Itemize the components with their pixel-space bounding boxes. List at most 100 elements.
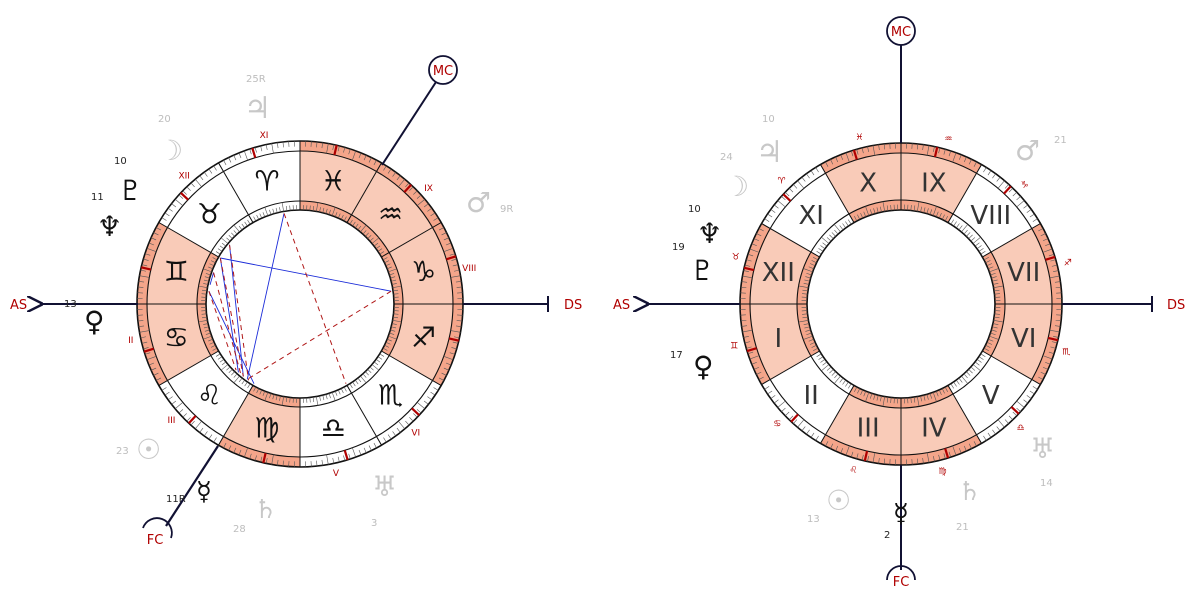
left-mc-label: MC — [433, 64, 453, 79]
highlight-sector — [991, 228, 1052, 304]
degree-tick — [379, 251, 385, 255]
degree-tick — [167, 207, 173, 212]
sector-divider — [346, 385, 382, 446]
degree-tick — [1040, 371, 1046, 375]
degree-tick — [316, 141, 318, 148]
degree-tick — [929, 393, 933, 399]
degree-tick — [802, 316, 808, 319]
degree-tick — [249, 453, 252, 460]
svg-text:20: 20 — [158, 114, 171, 125]
degree-tick — [815, 435, 819, 441]
degree-tick — [368, 445, 372, 451]
degree-tick — [271, 454, 274, 465]
house-numeral: III — [857, 414, 880, 444]
degree-tick — [854, 216, 858, 222]
degree-tick — [996, 426, 1001, 432]
house-label: IX — [424, 184, 433, 194]
degree-tick — [1026, 395, 1032, 399]
degree-tick — [247, 219, 251, 225]
degree-tick — [865, 206, 870, 216]
degree-tick — [834, 229, 839, 235]
degree-tick — [856, 453, 859, 459]
degree-tick — [830, 443, 834, 449]
degree-tick — [451, 258, 457, 261]
neptune-icon: ♆ — [97, 210, 122, 243]
degree-tick — [890, 397, 892, 403]
degree-tick — [867, 456, 869, 462]
cusp-marker — [448, 337, 460, 342]
degree-tick — [212, 347, 218, 351]
aspect-line — [213, 272, 242, 375]
degree-tick — [275, 395, 278, 401]
degree-tick — [933, 146, 935, 152]
degree-tick — [178, 194, 184, 199]
degree-tick — [241, 223, 245, 229]
degree-tick — [798, 320, 809, 323]
degree-tick — [387, 168, 392, 174]
degree-tick — [988, 338, 994, 342]
degree-tick — [210, 260, 216, 264]
degree-tick — [203, 283, 209, 285]
degree-tick — [963, 373, 968, 379]
degree-tick — [262, 391, 266, 396]
left-ascendant-axis: AS — [10, 298, 138, 313]
left-planet-jupiter: ♃ 25R — [244, 74, 271, 126]
degree-tick — [1029, 213, 1035, 218]
degree-tick — [950, 383, 954, 389]
degree-tick — [243, 150, 248, 161]
sector-divider — [761, 223, 820, 258]
degree-tick — [321, 142, 323, 149]
degree-tick — [212, 257, 218, 261]
degree-tick — [238, 377, 243, 383]
degree-tick — [856, 149, 859, 155]
degree-tick — [201, 293, 207, 295]
degree-tick — [994, 289, 1000, 292]
degree-tick — [153, 372, 159, 376]
cusp-sign-icon: ♋ — [773, 419, 781, 429]
degree-tick — [413, 190, 418, 195]
degree-tick — [244, 381, 248, 387]
degree-tick — [155, 377, 162, 381]
house-label: XII — [178, 171, 189, 181]
degree-tick — [869, 209, 873, 215]
degree-tick — [1055, 319, 1062, 322]
right-fc-label: FC — [893, 575, 910, 590]
gemini-sign-icon: ♊ — [164, 255, 189, 288]
degree-tick — [396, 427, 401, 433]
degree-tick — [260, 456, 263, 463]
degree-tick — [319, 395, 321, 401]
degree-tick — [1016, 407, 1021, 412]
degree-tick — [337, 456, 340, 463]
degree-tick — [201, 289, 207, 292]
right-ds-label: DS — [1167, 298, 1185, 313]
degree-tick — [845, 445, 850, 456]
degree-tick — [150, 367, 157, 371]
degree-tick — [948, 150, 952, 157]
right-planet-venus: ♀ 17 — [670, 350, 714, 383]
degree-tick — [387, 434, 392, 440]
jupiter-icon: ♃ — [756, 135, 783, 170]
right-mc-axis: MC — [886, 16, 916, 143]
degree-tick — [427, 207, 433, 212]
degree-tick — [238, 225, 243, 231]
degree-tick — [938, 454, 941, 461]
degree-tick — [865, 392, 870, 402]
degree-tick — [383, 165, 387, 171]
degree-tick — [393, 289, 399, 292]
degree-tick — [818, 356, 824, 360]
degree-tick — [798, 285, 809, 288]
svg-text:10: 10 — [762, 114, 775, 125]
degree-tick — [746, 346, 752, 349]
degree-tick — [876, 395, 879, 401]
degree-tick — [363, 154, 367, 161]
degree-tick — [816, 353, 822, 357]
svg-text:21: 21 — [1054, 135, 1067, 146]
degree-tick — [845, 152, 850, 163]
degree-tick — [140, 336, 147, 339]
cusp-marker — [180, 192, 189, 201]
right-as-label: AS — [613, 298, 630, 313]
house-numeral: IV — [921, 414, 947, 444]
cusp-marker — [933, 146, 939, 158]
degree-tick — [770, 395, 776, 399]
house-numeral: V — [982, 381, 1000, 411]
